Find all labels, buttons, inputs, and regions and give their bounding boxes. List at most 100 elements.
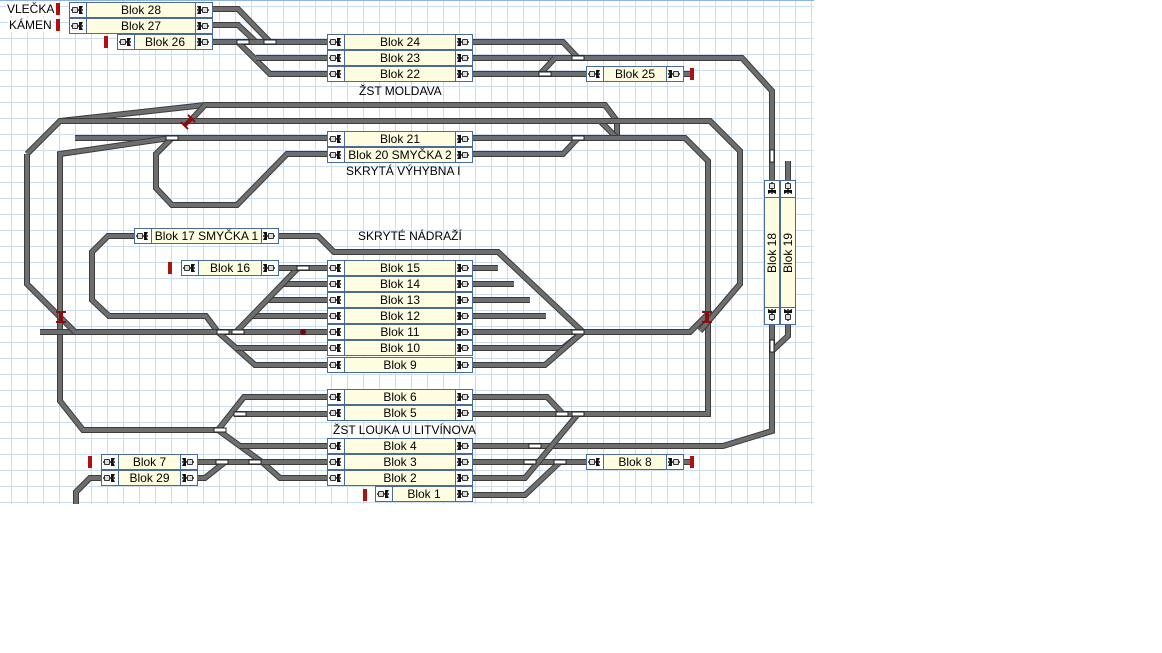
block-27[interactable]: Blok 27 bbox=[69, 18, 213, 34]
turnout-switch[interactable] bbox=[216, 329, 230, 335]
block-22[interactable]: Blok 22 bbox=[327, 66, 473, 82]
signal-left-icon[interactable] bbox=[328, 341, 345, 355]
block-26[interactable]: Blok 26 bbox=[117, 34, 213, 50]
signal-right-icon[interactable] bbox=[455, 261, 472, 275]
signal-right-icon[interactable] bbox=[195, 35, 212, 49]
signal-left-icon[interactable] bbox=[587, 455, 604, 469]
signal-left-icon[interactable] bbox=[182, 261, 199, 275]
turnout-switch[interactable] bbox=[233, 411, 247, 417]
block-6[interactable]: Blok 6 bbox=[327, 389, 473, 405]
signal-left-icon[interactable] bbox=[328, 148, 345, 162]
turnout-switch[interactable] bbox=[571, 411, 585, 417]
signal-right-icon[interactable] bbox=[455, 406, 472, 420]
signal-right-icon[interactable] bbox=[455, 132, 472, 146]
turnout-switch[interactable] bbox=[236, 39, 250, 45]
signal-left-icon[interactable] bbox=[328, 390, 345, 404]
block-9[interactable]: Blok 9 bbox=[327, 357, 473, 373]
signal-right-icon[interactable] bbox=[455, 439, 472, 453]
turnout-switch[interactable] bbox=[571, 55, 585, 61]
signal-right-icon[interactable] bbox=[455, 35, 472, 49]
signal-left-icon[interactable] bbox=[70, 19, 87, 33]
signal-right-icon[interactable] bbox=[455, 277, 472, 291]
turnout-switch[interactable] bbox=[528, 443, 542, 449]
signal-left-icon[interactable] bbox=[328, 309, 345, 323]
signal-right-icon[interactable] bbox=[180, 471, 197, 485]
block-15[interactable]: Blok 15 bbox=[327, 260, 473, 276]
turnout-switch[interactable] bbox=[571, 329, 585, 335]
signal-left-icon[interactable] bbox=[328, 455, 345, 469]
signal-right-icon[interactable] bbox=[455, 358, 472, 372]
turnout-switch[interactable] bbox=[296, 265, 310, 271]
signal-top-icon[interactable] bbox=[781, 181, 795, 198]
signal-right-icon[interactable] bbox=[455, 341, 472, 355]
signal-left-icon[interactable] bbox=[328, 67, 345, 81]
block-14[interactable]: Blok 14 bbox=[327, 276, 473, 292]
block-28[interactable]: Blok 28 bbox=[69, 2, 213, 18]
signal-right-icon[interactable] bbox=[455, 293, 472, 307]
signal-right-icon[interactable] bbox=[455, 309, 472, 323]
block-16[interactable]: Blok 16 bbox=[181, 260, 279, 276]
block-29[interactable]: Blok 29 bbox=[101, 470, 198, 486]
signal-right-icon[interactable] bbox=[455, 148, 472, 162]
signal-left-icon[interactable] bbox=[328, 132, 345, 146]
block-19[interactable]: Blok 19 bbox=[780, 180, 796, 325]
signal-right-icon[interactable] bbox=[666, 67, 683, 81]
block-10[interactable]: Blok 10 bbox=[327, 340, 473, 356]
block-25[interactable]: Blok 25 bbox=[586, 66, 684, 82]
signal-top-icon[interactable] bbox=[765, 181, 779, 198]
turnout-switch[interactable] bbox=[231, 329, 245, 335]
turnout-switch[interactable] bbox=[165, 135, 179, 141]
signal-left-icon[interactable] bbox=[328, 293, 345, 307]
signal-left-icon[interactable] bbox=[102, 471, 119, 485]
signal-left-icon[interactable] bbox=[587, 67, 604, 81]
signal-left-icon[interactable] bbox=[328, 406, 345, 420]
signal-right-icon[interactable] bbox=[455, 325, 472, 339]
turnout-switch[interactable] bbox=[571, 135, 585, 141]
signal-left-icon[interactable] bbox=[135, 229, 152, 243]
signal-right-icon[interactable] bbox=[261, 261, 278, 275]
block-11[interactable]: Blok 11 bbox=[327, 324, 473, 340]
signal-left-icon[interactable] bbox=[70, 3, 87, 17]
turnout-switch[interactable] bbox=[769, 149, 775, 163]
block-12[interactable]: Blok 12 bbox=[327, 308, 473, 324]
signal-left-icon[interactable] bbox=[328, 261, 345, 275]
signal-left-icon[interactable] bbox=[102, 455, 119, 469]
signal-right-icon[interactable] bbox=[455, 455, 472, 469]
turnout-switch[interactable] bbox=[555, 411, 569, 417]
turnout-switch[interactable] bbox=[553, 459, 567, 465]
signal-left-icon[interactable] bbox=[376, 487, 393, 501]
signal-left-icon[interactable] bbox=[118, 35, 135, 49]
signal-left-icon[interactable] bbox=[328, 439, 345, 453]
block-8[interactable]: Blok 8 bbox=[586, 454, 684, 470]
block-5[interactable]: Blok 5 bbox=[327, 405, 473, 421]
block-3[interactable]: Blok 3 bbox=[327, 454, 473, 470]
block-4[interactable]: Blok 4 bbox=[327, 438, 473, 454]
block-21[interactable]: Blok 21 bbox=[327, 131, 473, 147]
block-18[interactable]: Blok 18 bbox=[764, 180, 780, 325]
turnout-switch[interactable] bbox=[248, 459, 262, 465]
signal-left-icon[interactable] bbox=[328, 51, 345, 65]
block-2[interactable]: Blok 2 bbox=[327, 470, 473, 486]
turnout-switch[interactable] bbox=[523, 459, 537, 465]
block-24[interactable]: Blok 24 bbox=[327, 34, 473, 50]
signal-right-icon[interactable] bbox=[180, 455, 197, 469]
signal-right-icon[interactable] bbox=[455, 51, 472, 65]
signal-left-icon[interactable] bbox=[328, 325, 345, 339]
turnout-switch[interactable] bbox=[215, 459, 229, 465]
signal-right-icon[interactable] bbox=[195, 19, 212, 33]
signal-right-icon[interactable] bbox=[195, 3, 212, 17]
block-13[interactable]: Blok 13 bbox=[327, 292, 473, 308]
signal-bottom-icon[interactable] bbox=[781, 307, 795, 324]
turnout-switch[interactable] bbox=[263, 39, 277, 45]
signal-bottom-icon[interactable] bbox=[765, 307, 779, 324]
signal-right-icon[interactable] bbox=[455, 67, 472, 81]
signal-left-icon[interactable] bbox=[328, 471, 345, 485]
block-20[interactable]: Blok 20 SMYČKA 2 bbox=[327, 147, 473, 163]
turnout-switch[interactable] bbox=[213, 427, 227, 433]
signal-left-icon[interactable] bbox=[328, 35, 345, 49]
block-17[interactable]: Blok 17 SMYČKA 1 bbox=[134, 228, 279, 244]
turnout-switch[interactable] bbox=[769, 339, 775, 353]
signal-right-icon[interactable] bbox=[261, 229, 278, 243]
turnout-switch[interactable] bbox=[538, 71, 552, 77]
signal-left-icon[interactable] bbox=[328, 277, 345, 291]
